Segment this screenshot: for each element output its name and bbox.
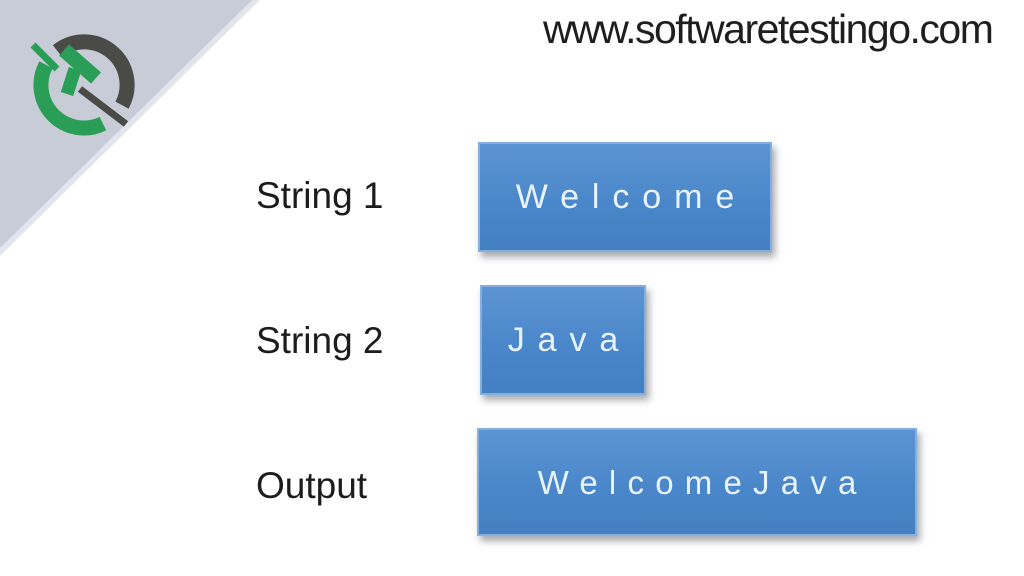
output-value-text: WelcomeJava bbox=[537, 463, 868, 501]
softwaretestingo-logo-icon bbox=[30, 34, 135, 136]
output-value-box: WelcomeJava bbox=[477, 428, 917, 536]
site-url: www.softwaretestingo.com bbox=[543, 6, 994, 52]
string-2-value-box: Java bbox=[480, 285, 646, 395]
string-1-value-box: Welcome bbox=[478, 142, 772, 252]
string-1-value-text: Welcome bbox=[515, 178, 748, 216]
row-label-string-2: String 2 bbox=[256, 320, 384, 361]
row-label-output: Output bbox=[256, 465, 368, 506]
row-label-string-1: String 1 bbox=[256, 175, 384, 216]
string-2-value-text: Java bbox=[507, 321, 632, 359]
